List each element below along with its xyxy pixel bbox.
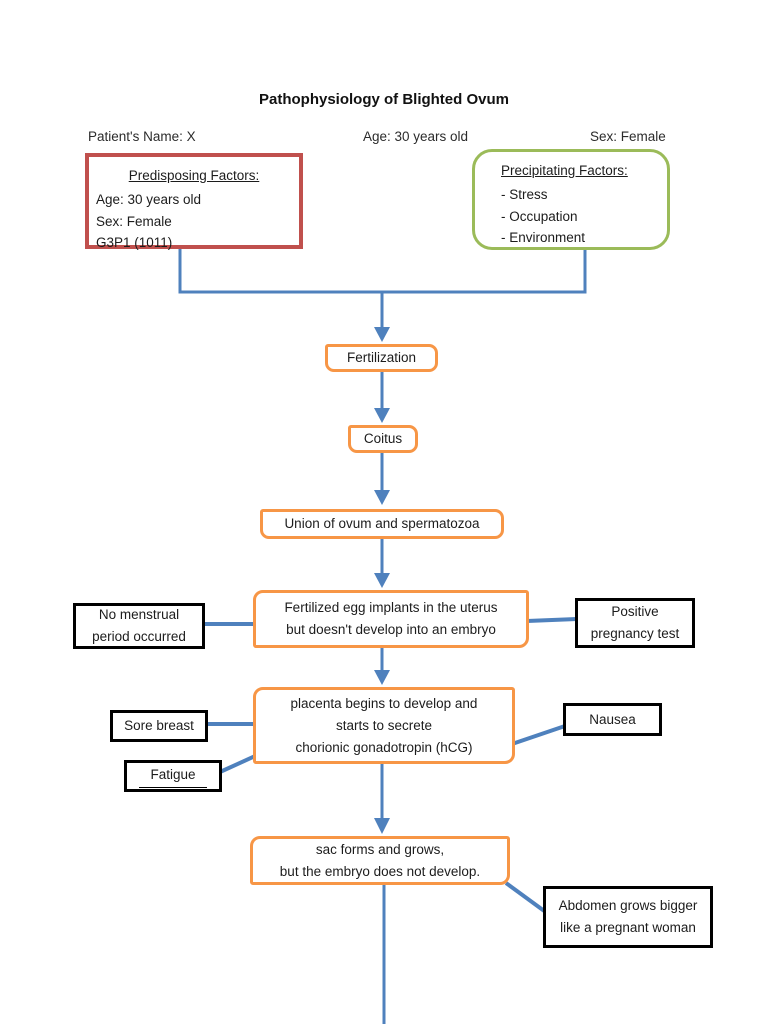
flow-node-fertilization: Fertilization xyxy=(325,344,438,372)
predisposing-item: Sex: Female xyxy=(96,213,172,229)
patient-age: Age: 30 years old xyxy=(363,129,469,144)
sign-box-sore-breast: Sore breast xyxy=(110,710,208,742)
sign-box-nausea: Nausea xyxy=(563,703,662,736)
precipitating-item: - Environment xyxy=(501,230,586,245)
predisposing-item: G3P1 (1011) xyxy=(96,235,173,250)
fatigue-label: Fatigue xyxy=(139,764,207,788)
page-title: Pathophysiology of Blighted Ovum xyxy=(258,91,509,108)
arrowhead-implantation xyxy=(374,573,390,588)
arrowhead-placenta xyxy=(374,670,390,685)
sign-box-positive-pregnancy-test: Positive pregnancy test xyxy=(575,598,695,648)
connector-nausea xyxy=(511,724,566,746)
flow-node-sac: sac forms and grows, but the embryo does… xyxy=(250,836,510,885)
precipitating-factors-box: Precipitating Factors: - Stress - Occupa… xyxy=(472,149,670,250)
arrowhead-union xyxy=(374,490,390,505)
flow-node-coitus: Coitus xyxy=(348,425,418,453)
arrowhead-sac xyxy=(374,818,390,834)
flow-node-union: Union of ovum and spermatozoa xyxy=(260,509,504,539)
precipitating-item: - Occupation xyxy=(501,208,578,224)
flow-node-placenta: placenta begins to develop and starts to… xyxy=(253,687,515,764)
sign-box-abdomen-grows: Abdomen grows bigger like a pregnant wom… xyxy=(543,886,713,948)
sign-box-fatigue: Fatigue xyxy=(124,760,222,792)
connector-abdomen xyxy=(504,881,549,915)
predisposing-factors-box: Predisposing Factors: Age: 30 years old … xyxy=(85,153,303,250)
patient-sex: Sex: Female xyxy=(590,129,666,144)
arrowhead-fertilization xyxy=(374,327,390,342)
predisposing-item: Age: 30 years old xyxy=(96,192,202,207)
precipitating-heading: Precipitating Factors: xyxy=(501,163,628,178)
sign-box-no-menstrual-period: No menstrual period occurred xyxy=(73,603,205,649)
flow-node-implantation: Fertilized egg implants in the uterus bu… xyxy=(253,590,529,648)
patient-name: Patient's Name: X xyxy=(88,129,196,144)
arrowhead-coitus xyxy=(374,408,390,423)
precipitating-item: - Stress xyxy=(501,187,548,202)
connector-positive-test xyxy=(526,617,578,623)
predisposing-heading: Predisposing Factors: xyxy=(128,168,260,183)
